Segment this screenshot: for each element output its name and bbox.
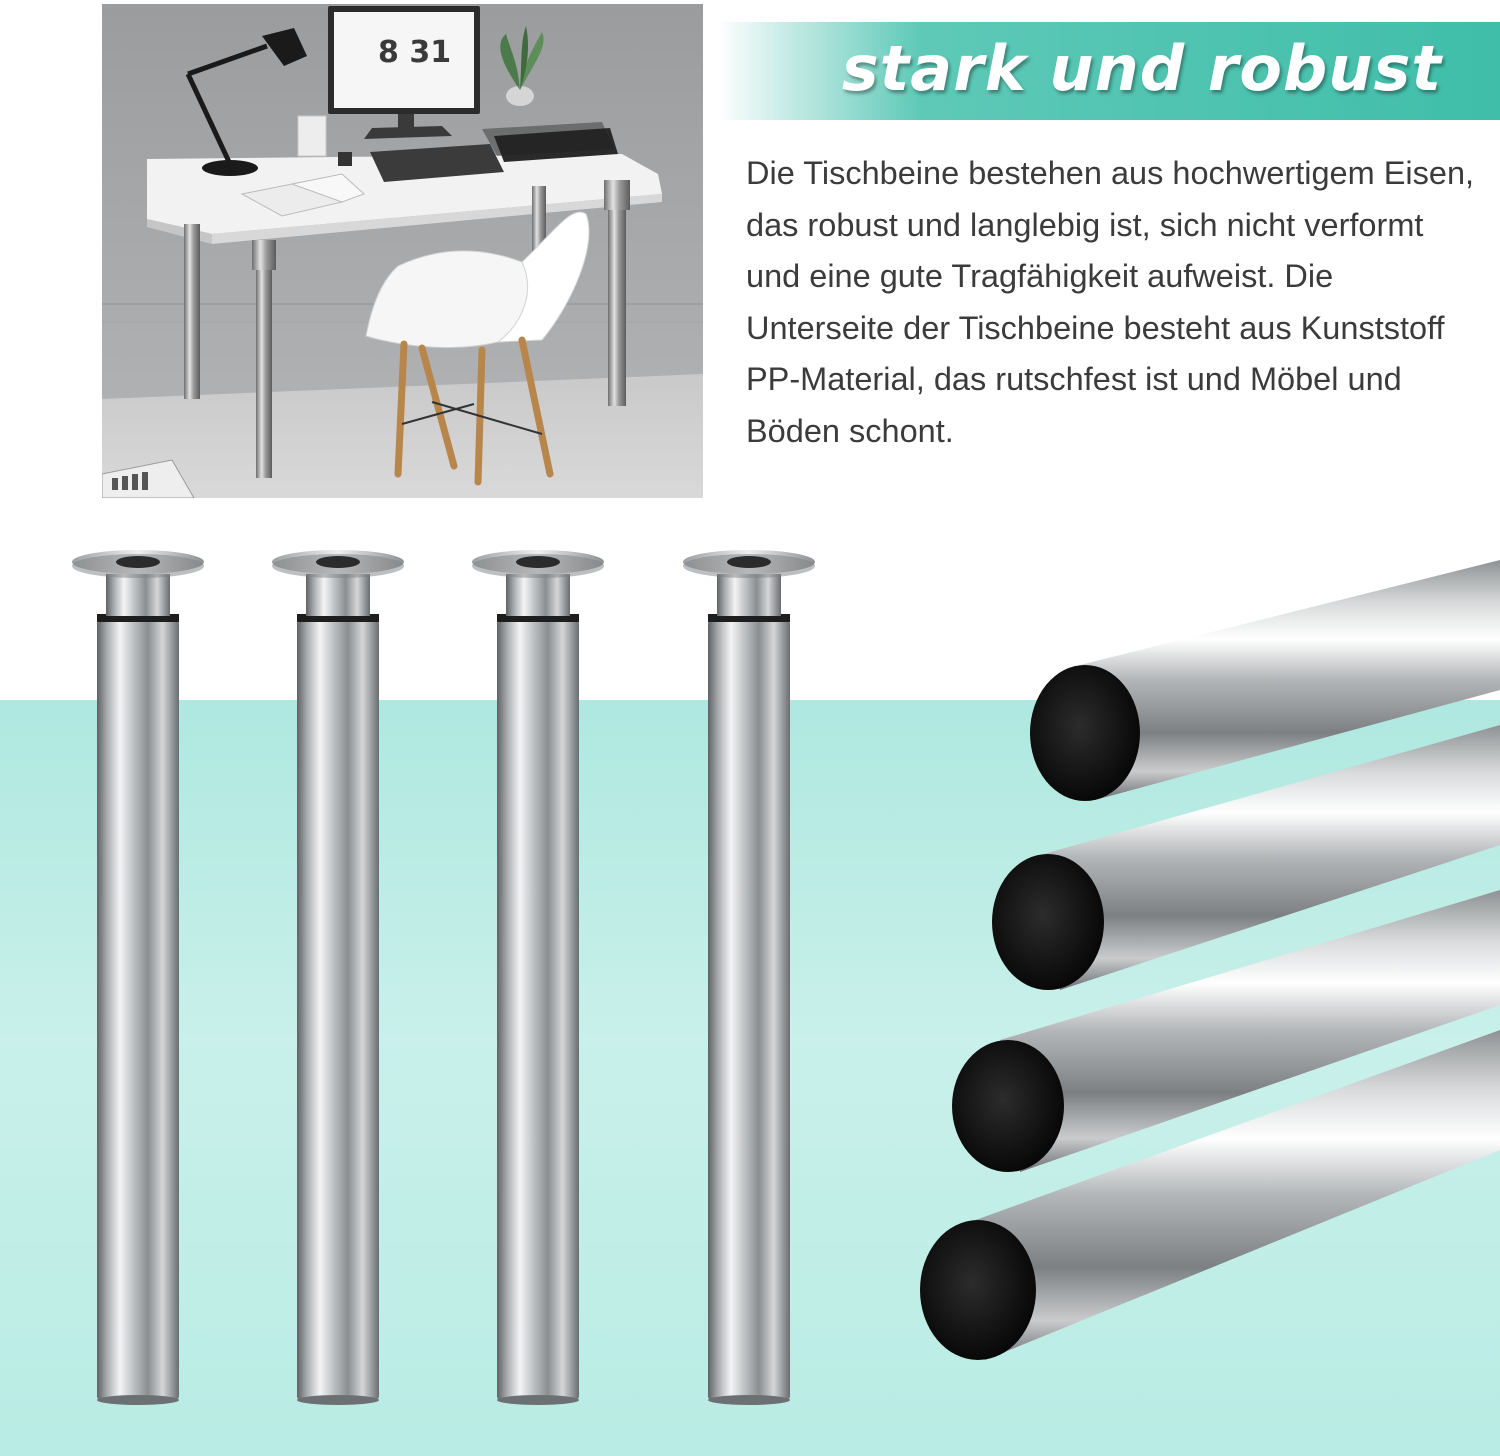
- desk-photo: 8 31: [102, 4, 703, 498]
- table-leg-2: [272, 550, 404, 1405]
- table-leg-1: [72, 550, 204, 1405]
- leg-end-closeup-4: [920, 1030, 1500, 1360]
- leg-end-closeup-1: [1030, 560, 1500, 801]
- leg-end-closeup-2: [992, 725, 1500, 990]
- title-banner: stark und robust: [717, 22, 1500, 120]
- banner-title: stark und robust: [841, 32, 1442, 105]
- table-leg-3: [472, 550, 604, 1405]
- leg-end-closeup-3: [952, 890, 1500, 1172]
- table-legs-illustration: [72, 550, 1500, 1405]
- product-description: Die Tischbeine bestehen aus hochwertigem…: [746, 155, 1475, 449]
- clock-display: 8 31: [378, 35, 451, 70]
- table-leg-4: [683, 550, 815, 1405]
